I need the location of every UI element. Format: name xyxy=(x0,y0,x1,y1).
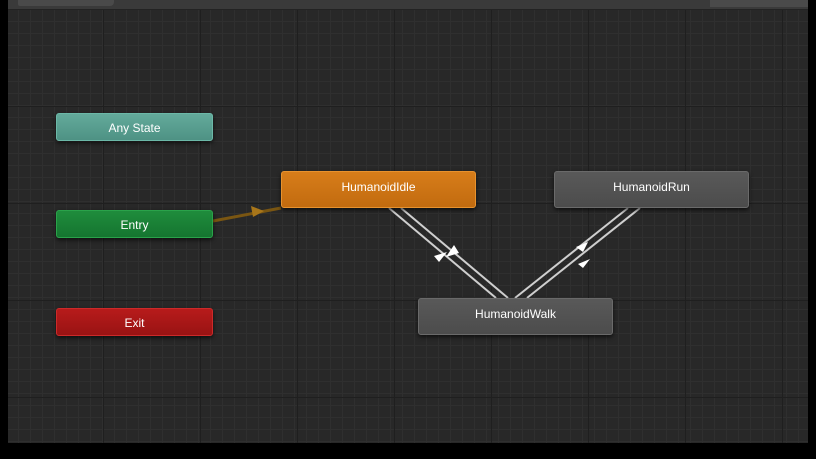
layers-tab[interactable] xyxy=(18,0,114,6)
state-label: Exit xyxy=(124,316,145,330)
state-label: HumanoidIdle xyxy=(341,180,416,194)
state-exit[interactable]: Exit xyxy=(56,308,213,336)
state-label: HumanoidRun xyxy=(613,180,690,194)
state-humanoid-idle[interactable]: HumanoidIdle xyxy=(281,171,476,208)
state-any-state[interactable]: Any State xyxy=(56,113,213,141)
state-humanoid-run[interactable]: HumanoidRun xyxy=(554,171,749,208)
animator-toolbar xyxy=(8,0,808,10)
state-label: Entry xyxy=(120,218,149,232)
state-label: Any State xyxy=(108,121,161,135)
toolbar-right-panel[interactable] xyxy=(710,0,808,7)
state-label: HumanoidWalk xyxy=(475,307,556,321)
state-humanoid-walk[interactable]: HumanoidWalk xyxy=(418,298,613,335)
state-entry[interactable]: Entry xyxy=(56,210,213,238)
